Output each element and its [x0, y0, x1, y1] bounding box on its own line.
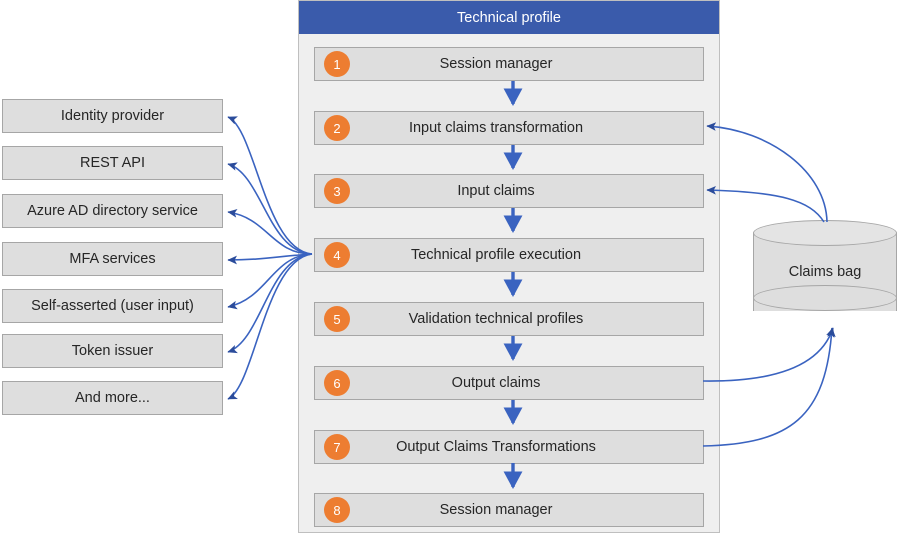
step-badge-5: 5 — [324, 306, 350, 332]
source-box-self-asserted[interactable]: Self-asserted (user input) — [2, 289, 223, 323]
step-box-5-validation-technical-profiles[interactable]: 5 Validation technical profiles — [314, 302, 704, 336]
step-box-4-technical-profile-execution[interactable]: 4 Technical profile execution — [314, 238, 704, 272]
cylinder-bottom — [753, 285, 897, 311]
technical-profile-panel: Technical profile 1 Session manager 2 In… — [298, 0, 720, 533]
step-badge-1: 1 — [324, 51, 350, 77]
step-box-8-session-manager[interactable]: 8 Session manager — [314, 493, 704, 527]
source-box-and-more[interactable]: And more... — [2, 381, 223, 415]
step-badge-3: 3 — [324, 178, 350, 204]
source-box-rest-api[interactable]: REST API — [2, 146, 223, 180]
source-label: And more... — [75, 390, 150, 406]
panel-title: Technical profile — [299, 1, 719, 34]
step-label-5: Validation technical profiles — [408, 311, 584, 327]
step-badge-2: 2 — [324, 115, 350, 141]
source-label: Azure AD directory service — [27, 203, 198, 219]
step-label-1: Session manager — [439, 56, 553, 72]
step-box-3-input-claims[interactable]: 3 Input claims — [314, 174, 704, 208]
step-label-6: Output claims — [451, 375, 541, 391]
step-box-7-output-claims-transformations[interactable]: 7 Output Claims Transformations — [314, 430, 704, 464]
step-box-1-session-manager[interactable]: 1 Session manager — [314, 47, 704, 81]
step-label-7: Output Claims Transformations — [396, 439, 596, 455]
source-label: Identity provider — [60, 108, 165, 124]
step-label-2: Input claims transformation — [408, 120, 584, 136]
step-label-3: Input claims — [457, 183, 535, 199]
step-badge-7: 7 — [324, 434, 350, 460]
step-box-2-input-claims-transformation[interactable]: 2 Input claims transformation — [314, 111, 704, 145]
claims-bag-read-arrows — [706, 122, 828, 223]
claims-bag-label: Claims bag — [788, 264, 862, 280]
step-label-8: Session manager — [439, 502, 553, 518]
step-badge-8: 8 — [324, 497, 350, 523]
step-badge-6: 6 — [324, 370, 350, 396]
source-box-token-issuer[interactable]: Token issuer — [2, 334, 223, 368]
source-label: Self-asserted (user input) — [31, 298, 194, 314]
step-badge-4: 4 — [324, 242, 350, 268]
source-label: Token issuer — [71, 343, 154, 359]
source-box-mfa-services[interactable]: MFA services — [2, 242, 223, 276]
step-box-6-output-claims[interactable]: 6 Output claims — [314, 366, 704, 400]
claims-bag-write-arrows — [702, 327, 836, 447]
source-box-identity-provider[interactable]: Identity provider — [2, 99, 223, 133]
step-label-4: Technical profile execution — [410, 247, 582, 263]
claims-bag-datastore[interactable]: Claims bag — [753, 220, 897, 324]
source-label: MFA services — [69, 251, 156, 267]
source-label: REST API — [79, 155, 145, 171]
source-box-azure-ad-directory[interactable]: Azure AD directory service — [2, 194, 223, 228]
